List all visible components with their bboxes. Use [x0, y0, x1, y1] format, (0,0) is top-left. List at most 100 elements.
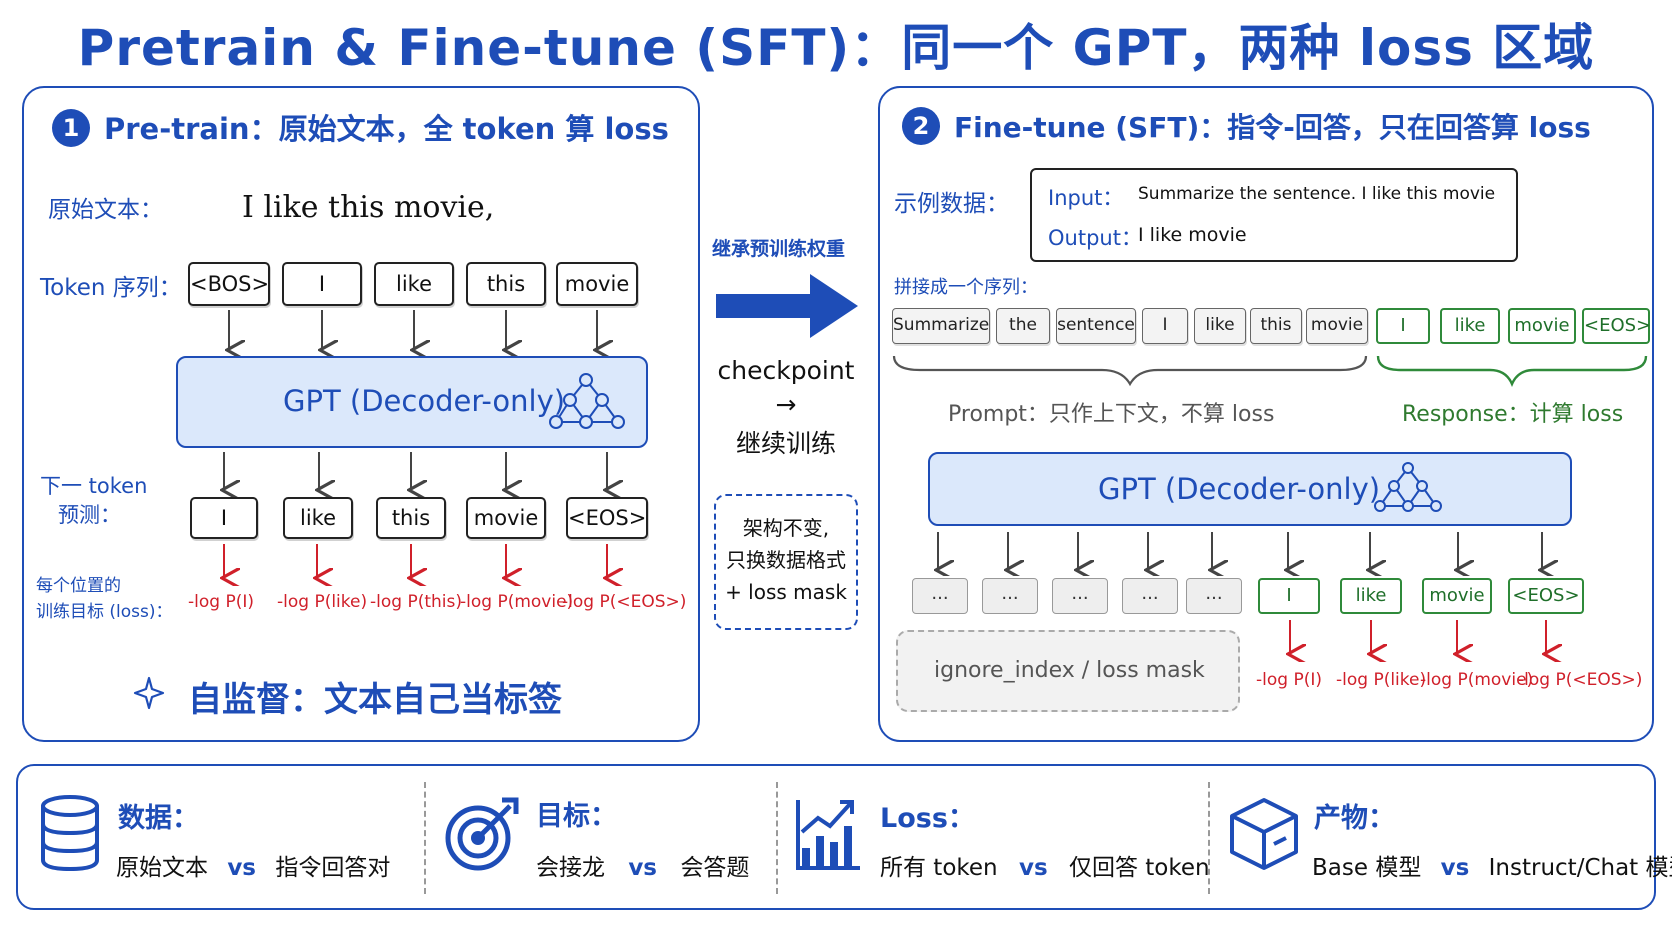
cube-icon — [1230, 798, 1298, 870]
network-icon — [1374, 462, 1442, 512]
next-token-label-line1: 下一 token — [40, 474, 148, 498]
gpt-label: GPT (Decoder-only) — [283, 384, 566, 418]
input-key: Input： — [1048, 186, 1124, 210]
summary-left: Base 模型 — [1312, 855, 1422, 881]
database-icon — [41, 795, 99, 872]
response-output-token: like — [1340, 578, 1402, 614]
page-title: Pretrain & Fine-tune (SFT)：同一个 GPT，两种 lo… — [77, 19, 1595, 77]
checkpoint-line1: checkpoint — [717, 356, 855, 385]
example-data-label: 示例数据： — [894, 191, 1009, 217]
prompt-token: I — [1142, 308, 1188, 344]
loss-term: -log P(movie) — [1420, 670, 1534, 690]
predicted-token: like — [283, 497, 353, 539]
inherit-weights-label: 继承预训练权重 — [712, 238, 846, 260]
input-token: movie — [556, 262, 638, 306]
input-token: <BOS> — [188, 262, 270, 306]
pretrain-heading-text: Pre-train：原始文本，全 token 算 loss — [104, 112, 669, 146]
finetune-heading-text: Fine-tune (SFT)：指令-回答，只在回答算 loss — [954, 111, 1591, 144]
loss-arrows-left — [180, 544, 650, 586]
summary-panel — [16, 764, 1656, 910]
response-output-token: <EOS> — [1508, 578, 1584, 614]
prompt-token: Summarize — [892, 308, 990, 344]
predicted-token: this — [376, 497, 446, 539]
sparkle-icon — [133, 676, 165, 710]
prompt-token: the — [996, 308, 1050, 344]
prompt-token: sentence — [1056, 308, 1136, 344]
response-brace — [1376, 355, 1648, 388]
summary-head-goal: 目标： — [536, 801, 617, 832]
prompt-token: this — [1250, 308, 1302, 344]
ignore-index-label: ignore_index / loss mask — [934, 658, 1205, 683]
step-badge-2: 2 — [902, 107, 940, 145]
summary-vs: vs — [1440, 855, 1470, 881]
summary-divider — [424, 782, 426, 894]
summary-head-output: 产物： — [1314, 803, 1395, 834]
note-line3: + loss mask — [725, 580, 847, 604]
loss-term: -log P(this) — [370, 592, 462, 612]
gpt-block-finetune: GPT (Decoder-only) — [928, 452, 1572, 526]
note-box — [714, 494, 858, 630]
token-seq-label: Token 序列： — [40, 275, 182, 301]
prompt-token: movie — [1306, 308, 1368, 344]
loss-arrows-right — [1250, 620, 1610, 662]
ignore-index-box: ignore_index / loss mask — [896, 630, 1240, 712]
response-output-token: movie — [1422, 578, 1492, 614]
response-token: movie — [1508, 308, 1576, 344]
summary-vs: vs — [628, 855, 657, 881]
summary-body-goal: 会接龙 vs 会答题 — [536, 848, 749, 882]
target-icon — [445, 797, 519, 871]
response-output-token: I — [1258, 578, 1320, 614]
summary-right: 指令回答对 — [275, 855, 391, 881]
chart-growth-icon — [796, 800, 860, 870]
summary-left: 所有 token — [880, 855, 998, 881]
raw-text-sentence: I like this movie, — [242, 190, 495, 225]
response-token: I — [1376, 308, 1430, 344]
note-line2: 只换数据格式 — [726, 548, 846, 572]
target-label-line2: 训练目标 (loss)： — [36, 601, 173, 622]
summary-body-data: 原始文本 vs 指令回答对 — [116, 848, 390, 882]
summary-head-data: 数据： — [118, 803, 199, 834]
checkpoint-line3: 继续训练 — [735, 429, 836, 458]
response-token: like — [1440, 308, 1500, 344]
gpt-block-pretrain: GPT (Decoder-only) — [176, 356, 648, 448]
summary-head-loss: Loss： — [880, 803, 975, 834]
response-caption: Response：计算 loss — [1402, 402, 1624, 427]
summary-right: 会答题 — [680, 855, 750, 881]
target-label-line1: 每个位置的 — [36, 576, 121, 596]
target-label: 每个位置的 训练目标 (loss)： — [36, 574, 173, 625]
input-value: Summarize the sentence. I like this movi… — [1138, 184, 1496, 204]
response-token: <EOS> — [1582, 308, 1651, 344]
predicted-token: movie — [466, 497, 546, 539]
masked-output: ... — [1122, 578, 1178, 614]
checkpoint-arrow: → — [775, 390, 797, 419]
output-key: Output： — [1048, 226, 1142, 250]
loss-term: -log P(<EOS>) — [562, 592, 687, 612]
gpt-label: GPT (Decoder-only) — [1098, 472, 1381, 506]
concat-label: 拼接成一个序列： — [894, 277, 1038, 298]
summary-vs: vs — [227, 855, 256, 881]
summary-right: 仅回答 token — [1068, 855, 1210, 881]
summary-divider — [1208, 782, 1210, 894]
input-token: this — [466, 262, 546, 306]
masked-output: ... — [982, 578, 1038, 614]
token-to-gpt-arrows — [180, 310, 650, 356]
prompt-token: like — [1194, 308, 1246, 344]
predicted-token: <EOS> — [566, 497, 648, 539]
prompt-caption: Prompt：只作上下文，不算 loss — [948, 402, 1275, 427]
masked-output: ... — [1186, 578, 1242, 614]
output-value: I like movie — [1138, 224, 1247, 246]
loss-term: -log P(like) — [277, 592, 368, 612]
loss-term: -log P(I) — [188, 592, 254, 612]
loss-term: -log P(<EOS>) — [1518, 670, 1643, 690]
loss-term: -log P(I) — [1256, 670, 1322, 690]
input-token: like — [374, 262, 454, 306]
big-right-arrow — [716, 274, 858, 338]
loss-term: -log P(like) — [1336, 670, 1427, 690]
summary-right: Instruct/Chat 模型 — [1488, 855, 1672, 881]
step-badge-1: 1 — [52, 109, 90, 147]
summary-left: 会接龙 — [536, 855, 605, 881]
example-data-box — [1030, 168, 1518, 262]
summary-divider — [776, 782, 778, 894]
predicted-token: I — [190, 497, 258, 539]
summary-left: 原始文本 — [116, 855, 208, 881]
